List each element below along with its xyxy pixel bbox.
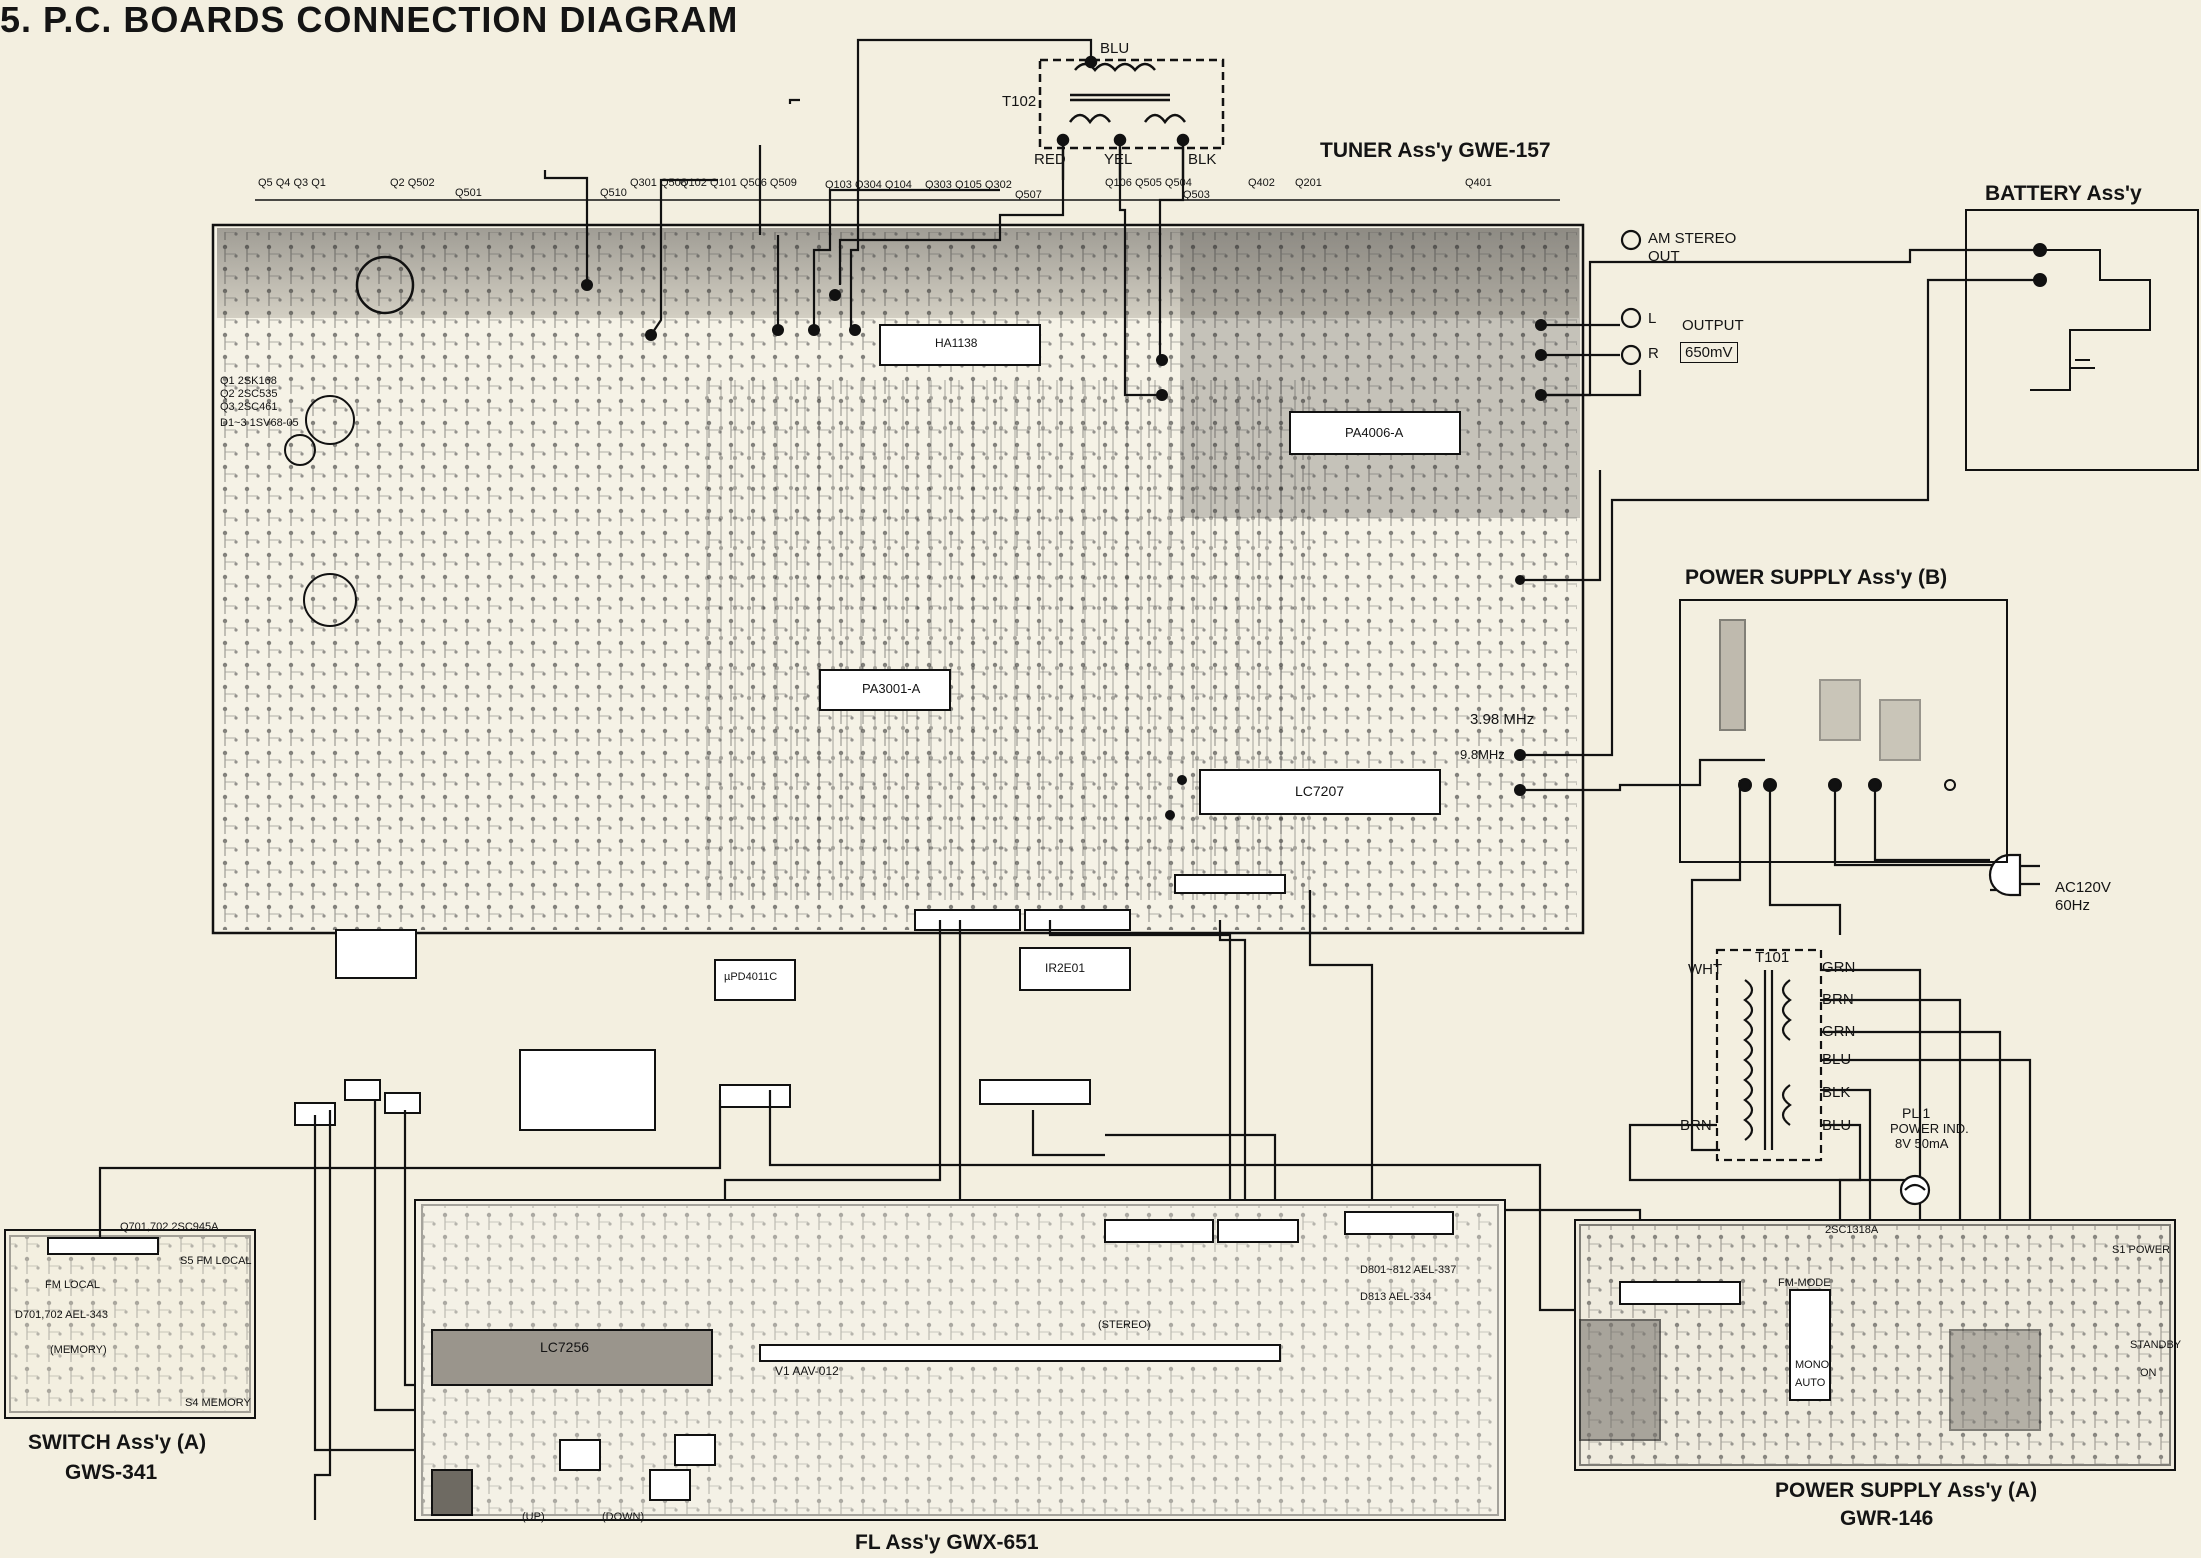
ac-voltage-label: AC120V bbox=[2055, 879, 2111, 896]
fl-assy-board bbox=[414, 1199, 1506, 1521]
output-l-label: L bbox=[1648, 310, 1657, 327]
sw-s4-label: S4 MEMORY bbox=[185, 1397, 251, 1409]
ic-lc7207-label: LC7207 bbox=[1295, 783, 1345, 799]
t101-blk-label: BLK bbox=[1822, 1084, 1851, 1101]
fl-down-label: (DOWN) bbox=[602, 1511, 645, 1523]
ic-ir2e01-label: IR2E01 bbox=[1045, 961, 1086, 975]
fl-d801-label: D801~812 AEL-337 bbox=[1360, 1264, 1457, 1276]
output-level-label: 650mV bbox=[1680, 342, 1738, 363]
transistor-q1: Q1 2SK168 bbox=[220, 375, 277, 387]
pilot-lamp-desc: POWER IND. bbox=[1890, 1121, 1969, 1136]
strip-q501: Q501 bbox=[455, 187, 482, 199]
strip-q103: Q103 Q304 Q104 bbox=[825, 179, 912, 191]
ic-pa3001-label: PA3001-A bbox=[862, 681, 921, 696]
fl-tube-label: V1 AAV-012 bbox=[775, 1364, 839, 1378]
ic-ha1138-label: HA1138 bbox=[935, 336, 978, 350]
am-stereo-label: AM STEREO bbox=[1648, 230, 1737, 247]
strip-q2: Q2 Q502 bbox=[390, 177, 435, 189]
fl-assy-label: FL Ass'y GWX-651 bbox=[855, 1531, 1039, 1554]
psa-s1-label: S1 POWER bbox=[2112, 1244, 2171, 1256]
ic-upd4011-label: µPD4011C bbox=[724, 971, 778, 983]
pilot-lamp-rating: 8V 50mA bbox=[1895, 1136, 1949, 1151]
transistor-q2: Q2 2SC535 bbox=[220, 388, 278, 400]
strip-q303: Q303 Q105 Q302 bbox=[925, 179, 1012, 191]
sw-q701-label: Q701,702 2SC945A bbox=[120, 1221, 219, 1233]
t102-red-label: RED bbox=[1034, 151, 1066, 168]
psa-q-label: 2SC1318A bbox=[1825, 1224, 1879, 1236]
strip-q102: Q102 Q101 Q506 Q509 bbox=[680, 177, 797, 189]
psu-a-code-label: GWR-146 bbox=[1840, 1507, 1934, 1530]
sw-fm-label: FM LOCAL bbox=[45, 1279, 101, 1291]
pilot-lamp-name: PL 1 bbox=[1902, 1105, 1931, 1121]
psa-standby-label: STANDBY bbox=[2130, 1339, 2182, 1351]
battery-assy-label: BATTERY Ass'y bbox=[1985, 182, 2142, 205]
psa-fm-mode-label: FM-MODE bbox=[1778, 1277, 1831, 1289]
psa-on-label: ON bbox=[2140, 1367, 2157, 1379]
strip-q401: Q401 bbox=[1465, 177, 1492, 189]
interconnect-wires bbox=[98, 38, 2040, 1520]
t101-grn2-label: GRN bbox=[1822, 1023, 1856, 1040]
strip-q503: Q503 bbox=[1183, 189, 1210, 201]
power-supply-b-box bbox=[1679, 599, 2008, 863]
page-title: 5. P.C. BOARDS CONNECTION DIAGRAM bbox=[0, 0, 739, 40]
fl-d813-label: D813 AEL-334 bbox=[1360, 1291, 1432, 1303]
freq-label: 3.98 MHz bbox=[1470, 711, 1535, 728]
switch-code-label: GWS-341 bbox=[65, 1461, 158, 1484]
sw-d701-label: D701,702 AEL-343 bbox=[15, 1309, 108, 1321]
tuner-board bbox=[211, 223, 1585, 1131]
t101-label: T101 bbox=[1755, 949, 1790, 966]
strip-q201: Q201 bbox=[1295, 177, 1322, 189]
strip-q507: Q507 bbox=[1015, 189, 1042, 201]
t101-brn-label: BRN bbox=[1680, 1117, 1712, 1134]
battery-assy-box bbox=[1965, 209, 2199, 471]
sw-mem-label: (MEMORY) bbox=[50, 1344, 107, 1356]
psa-auto-label: AUTO bbox=[1795, 1377, 1826, 1389]
psa-mono-label: MONO bbox=[1795, 1359, 1830, 1371]
diode-d1-3: D1~3 1SV68-05 bbox=[220, 417, 299, 429]
output-r-label: R bbox=[1648, 345, 1659, 362]
transistor-q3: Q3 2SC461 bbox=[220, 401, 278, 413]
strip-q5-q1: Q5 Q4 Q3 Q1 bbox=[258, 177, 326, 189]
t101-brn2-label: BRN bbox=[1822, 991, 1854, 1008]
ic-pa4006-label: PA4006-A bbox=[1345, 425, 1404, 440]
output-label: OUTPUT bbox=[1682, 317, 1744, 334]
strip-q106: Q106 Q505 Q504 bbox=[1105, 177, 1192, 189]
sw-s5-label: S5 FM LOCAL bbox=[180, 1255, 252, 1267]
ic-lc7256-label: LC7256 bbox=[540, 1339, 590, 1355]
strip-q301: Q301 Q508 bbox=[630, 177, 687, 189]
power-supply-a-board bbox=[1574, 1219, 2176, 1471]
t101-blu1-label: BLU bbox=[1822, 1051, 1852, 1068]
strip-q402: Q402 bbox=[1248, 177, 1275, 189]
freq2-label: 9.8MHz bbox=[1460, 747, 1505, 762]
fl-stereo-label: (STEREO) bbox=[1098, 1319, 1151, 1331]
ac-frequency-label: 60Hz bbox=[2055, 897, 2091, 914]
psu-b-label: POWER SUPPLY Ass'y (B) bbox=[1685, 566, 1948, 589]
t101-grn1-label: GRN bbox=[1822, 959, 1856, 976]
t102-label: T102 bbox=[1002, 93, 1037, 110]
t101-wht-label: WHT bbox=[1688, 961, 1723, 978]
t102-blu-label: BLU bbox=[1100, 40, 1130, 57]
fl-up-label: (UP) bbox=[522, 1511, 545, 1523]
tuner-assy-label: TUNER Ass'y GWE-157 bbox=[1320, 139, 1551, 162]
psu-a-name-label: POWER SUPPLY Ass'y (A) bbox=[1775, 1479, 2038, 1502]
am-out-label: OUT bbox=[1648, 248, 1680, 265]
switch-assy-board bbox=[4, 1229, 256, 1419]
transformer-t102 bbox=[1038, 55, 1225, 180]
t102-blk-label: BLK bbox=[1188, 151, 1217, 168]
t101-blu2-label: BLU bbox=[1822, 1117, 1852, 1134]
strip-q510: Q510 bbox=[600, 187, 627, 199]
t102-yel-label: YEL bbox=[1104, 151, 1133, 168]
switch-name-label: SWITCH Ass'y (A) bbox=[28, 1431, 207, 1454]
